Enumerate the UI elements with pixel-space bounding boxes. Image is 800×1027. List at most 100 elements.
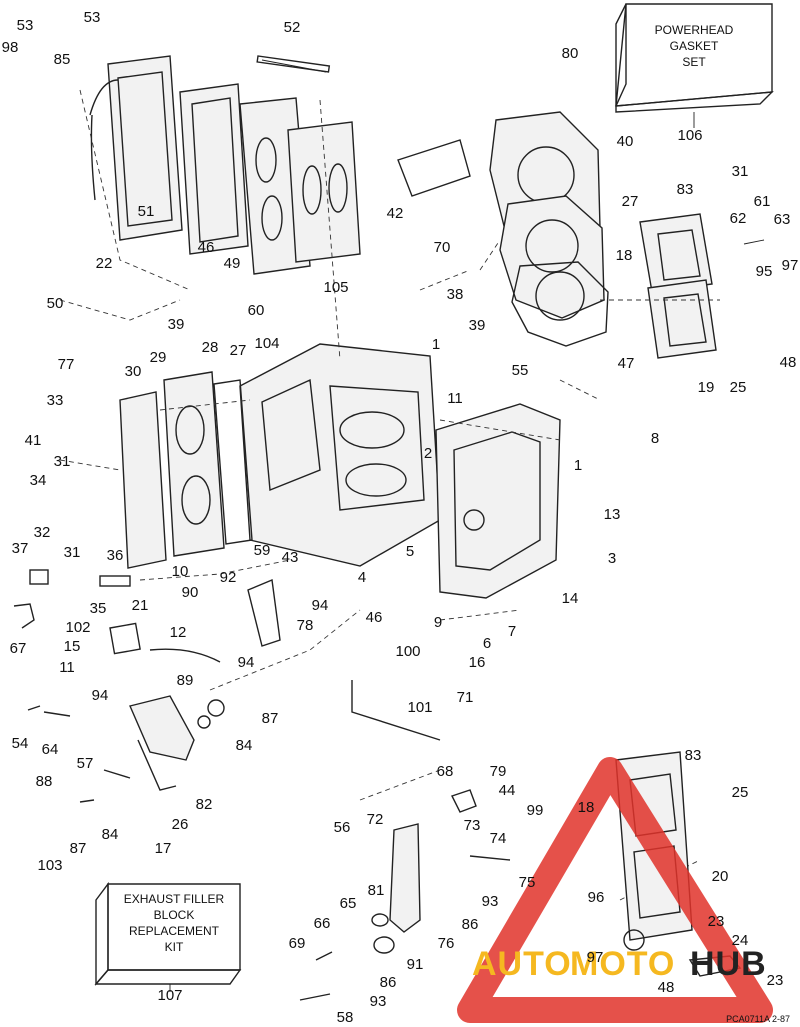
choke-rod [351,680,441,741]
callout-21: 21 [132,597,149,614]
callout-53: 53 [17,17,34,34]
exhaust-kit-line-4: KIT [165,940,184,954]
callout-103: 103 [37,857,62,874]
callout-47: 47 [618,355,635,372]
callout-89: 89 [177,672,194,689]
reed-gasket [287,121,361,263]
callout-33: 33 [47,392,64,409]
crankcase [239,343,441,567]
callout-34: 34 [30,472,47,489]
callout-90: 90 [182,584,199,601]
callout-38: 38 [447,286,464,303]
callout-67: 67 [10,640,27,657]
callout-51: 51 [138,203,155,220]
callout-88: 88 [36,773,53,790]
callout-49: 49 [224,255,241,272]
watermark-triangle [457,757,773,1023]
callout-97: 97 [782,257,799,274]
callout-93: 93 [370,993,387,1010]
callout-73: 73 [464,817,481,834]
exhaust-kit-line-3: REPLACEMENT [129,924,220,938]
exhaust-kit-box: EXHAUST FILLER BLOCK REPLACEMENT KIT [94,881,242,992]
callout-69: 69 [289,935,306,952]
callout-11: 11 [447,390,463,407]
callout-2: 2 [424,445,432,462]
callout-83: 83 [685,747,702,764]
callout-32: 32 [34,524,51,541]
callout-46: 46 [198,239,215,256]
callout-1: 1 [432,336,440,353]
watermark-text-2: MOTO [570,945,675,983]
callout-27: 27 [230,342,247,359]
callout-17: 17 [155,840,172,857]
gasket-set-line-2: GASKET [670,39,719,53]
callout-1: 1 [574,457,582,474]
watermark: AUTO MOTO HUB [457,757,773,1023]
callout-41: 41 [25,432,42,449]
callout-4: 4 [358,569,366,586]
crankcase-half [435,403,561,599]
callout-9: 9 [434,614,442,631]
callout-95: 95 [756,263,773,280]
callout-56: 56 [334,819,351,836]
callout-104: 104 [254,335,279,352]
callout-12: 12 [170,624,187,641]
callout-79: 79 [490,763,507,780]
callout-102: 102 [65,619,90,636]
throttle-arm [389,823,421,933]
callout-36: 36 [107,547,124,564]
callout-76: 76 [438,935,455,952]
callout-50: 50 [47,295,64,312]
head-gasket-outline [511,261,609,347]
callout-61: 61 [754,193,771,210]
callout-40: 40 [617,133,634,150]
callout-94: 94 [238,654,255,671]
callout-44: 44 [499,782,516,799]
callout-96: 96 [588,889,605,906]
callout-18: 18 [578,799,595,816]
watermark-text-1: AUTO [472,945,572,983]
callout-94: 94 [312,597,329,614]
throttle-lever [129,695,195,761]
gasket-set-box: POWERHEAD GASKET SET [615,3,774,128]
callout-24: 24 [732,932,749,949]
linkage-rod [149,648,221,663]
callout-81: 81 [368,882,385,899]
gasket-set-line-1: POWERHEAD [655,23,734,37]
callout-84: 84 [236,737,253,754]
callout-86: 86 [380,974,397,991]
callout-52: 52 [284,19,301,36]
callout-98: 98 [2,39,19,56]
callout-5: 5 [406,543,414,560]
callout-46: 46 [366,609,383,626]
parts-artwork [13,55,765,1001]
callout-80: 80 [562,45,579,62]
head-gasket [499,195,605,319]
callout-87: 87 [70,840,87,857]
callout-3: 3 [608,550,616,567]
callout-106: 106 [677,127,702,144]
callout-43: 43 [282,549,299,566]
callout-25: 25 [730,379,747,396]
exhaust-kit-line-1: EXHAUST FILLER [124,892,225,906]
figure-code: PCA0711A 2-87 [726,1014,790,1024]
callout-86: 86 [462,916,479,933]
callout-31: 31 [54,453,71,470]
callout-64: 64 [42,741,59,758]
callout-48: 48 [658,979,675,996]
callout-107: 107 [157,987,182,1004]
callout-6: 6 [483,635,491,652]
callout-23: 23 [767,972,784,989]
callout-25: 25 [732,784,749,801]
callout-39: 39 [469,317,486,334]
callout-54: 54 [12,735,29,752]
callout-87: 87 [262,710,279,727]
throttle-cam [247,579,281,647]
callout-11: 11 [59,659,75,676]
callout-13: 13 [604,506,621,523]
callout-78: 78 [297,617,314,634]
callout-16: 16 [469,654,486,671]
callout-63: 63 [774,211,791,228]
